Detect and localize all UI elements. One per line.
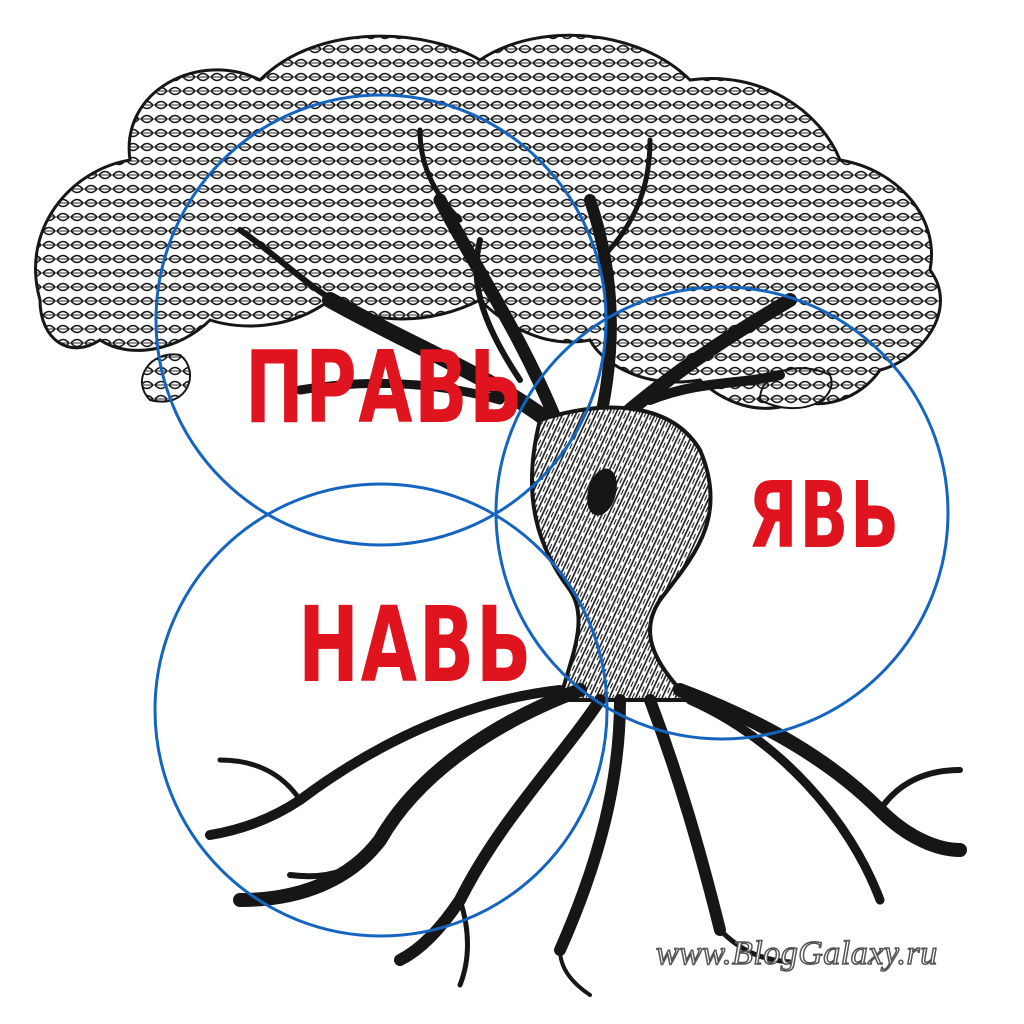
tree-branches [237, 127, 797, 438]
label-nav: НАВЬ [298, 584, 534, 706]
label-yav: ЯВЬ [748, 462, 901, 569]
watermark: www.BlogGalaxy.ru [655, 934, 938, 973]
tree-trunk [529, 405, 713, 702]
world-circles [153, 93, 950, 938]
circle-yav [494, 285, 950, 741]
circle-nav [153, 482, 609, 938]
label-prav: ПРАВЬ [245, 329, 525, 446]
